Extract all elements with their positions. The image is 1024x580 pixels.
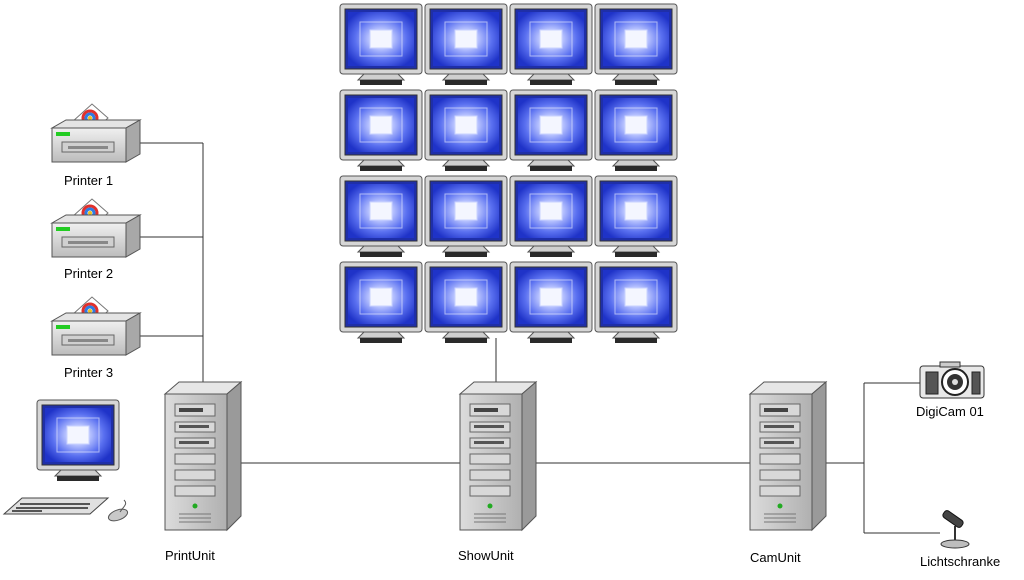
wall-monitor-icon [339,261,423,344]
printunit-server-icon [164,381,242,531]
printer-3-icon [50,295,142,357]
printer-3-label: Printer 3 [64,365,114,380]
printer-2-icon [50,197,142,259]
wall-monitor-icon [594,89,678,172]
camunit-label: CamUnit [750,550,801,565]
workstation-icon [2,399,129,522]
light-barrier-label: Lichtschranke [920,554,1001,569]
wall-monitor-icon [424,89,508,172]
light-barrier-icon [940,510,970,549]
wall-monitor-icon [509,3,593,86]
printer-1-label: Printer 1 [64,173,114,188]
wall-monitor-icon [424,3,508,86]
wall-monitor-icon [509,175,593,258]
printer-1-icon [50,102,142,164]
monitor-wall [339,3,678,344]
camunit-server-icon [749,381,827,531]
printunit-label: PrintUnit [165,548,215,563]
digicam-label: DigiCam 01 [916,404,984,419]
wall-monitor-icon [594,261,678,344]
wall-monitor-icon [339,3,423,86]
printer-2-label: Printer 2 [64,266,114,281]
wall-monitor-icon [509,89,593,172]
wall-monitor-icon [339,89,423,172]
wall-monitor-icon [594,175,678,258]
wall-monitor-icon [339,175,423,258]
wall-monitor-icon [424,261,508,344]
network-connections [140,142,940,534]
showunit-server-icon [459,381,537,531]
digicam-icon [919,361,985,399]
wall-monitor-icon [594,3,678,86]
showunit-label: ShowUnit [458,548,514,563]
wall-monitor-icon [424,175,508,258]
wall-monitor-icon [509,261,593,344]
